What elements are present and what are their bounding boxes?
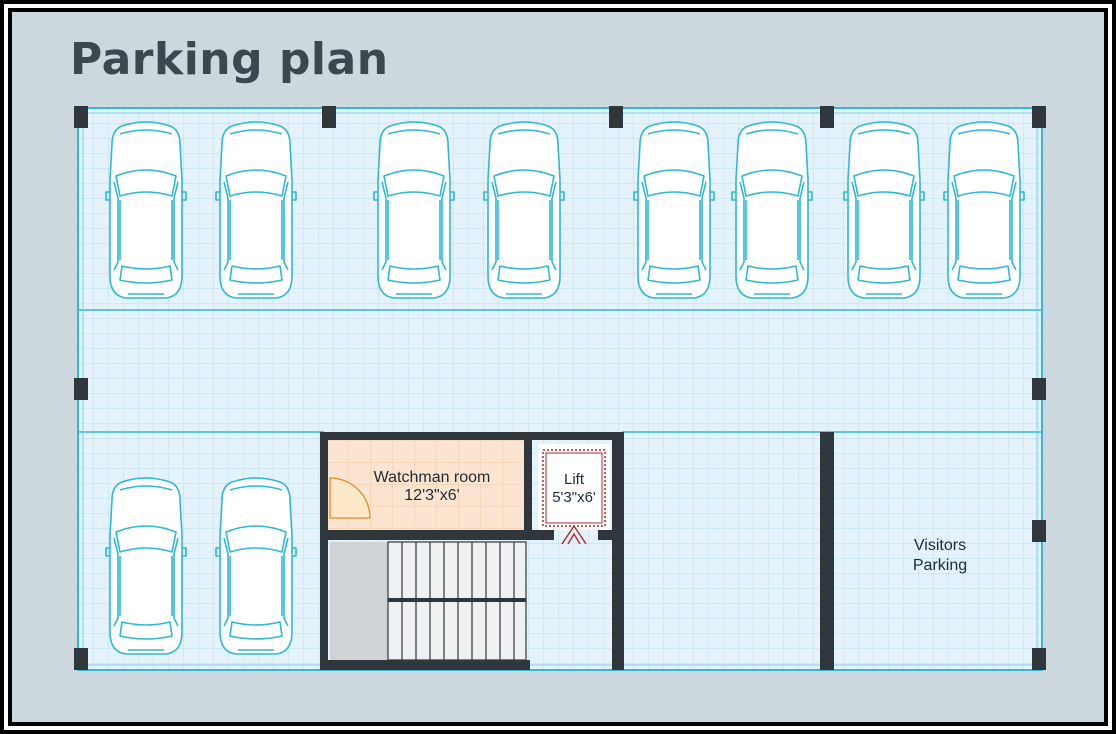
car-icon	[483, 121, 565, 299]
lift-label: Lift	[564, 471, 585, 488]
car-icon	[215, 121, 297, 299]
structural-columns	[74, 106, 1046, 670]
visitors-parking-label-2: Parking	[913, 557, 967, 574]
lift-arrow-icon	[561, 524, 587, 545]
car-icon	[105, 477, 187, 655]
watchman-room-label: Watchman room	[374, 469, 491, 486]
watchman-room-size: 12'3"x6'	[404, 487, 459, 504]
car-icon	[215, 477, 297, 655]
car-icon	[943, 121, 1025, 299]
car-icon	[731, 121, 813, 299]
lift-shaft	[538, 444, 610, 530]
visitors-parking-label: Visitors	[914, 537, 966, 554]
car-icon	[843, 121, 925, 299]
car-icon	[373, 121, 455, 299]
car-icon	[633, 121, 715, 299]
car-icon	[105, 121, 187, 299]
door-swing-icon	[329, 477, 371, 519]
lift-size: 5'3"x6'	[552, 489, 596, 506]
walls	[320, 432, 834, 670]
stair-landing	[330, 542, 388, 660]
staircase	[387, 541, 527, 661]
page-title: Parking plan	[70, 34, 389, 85]
